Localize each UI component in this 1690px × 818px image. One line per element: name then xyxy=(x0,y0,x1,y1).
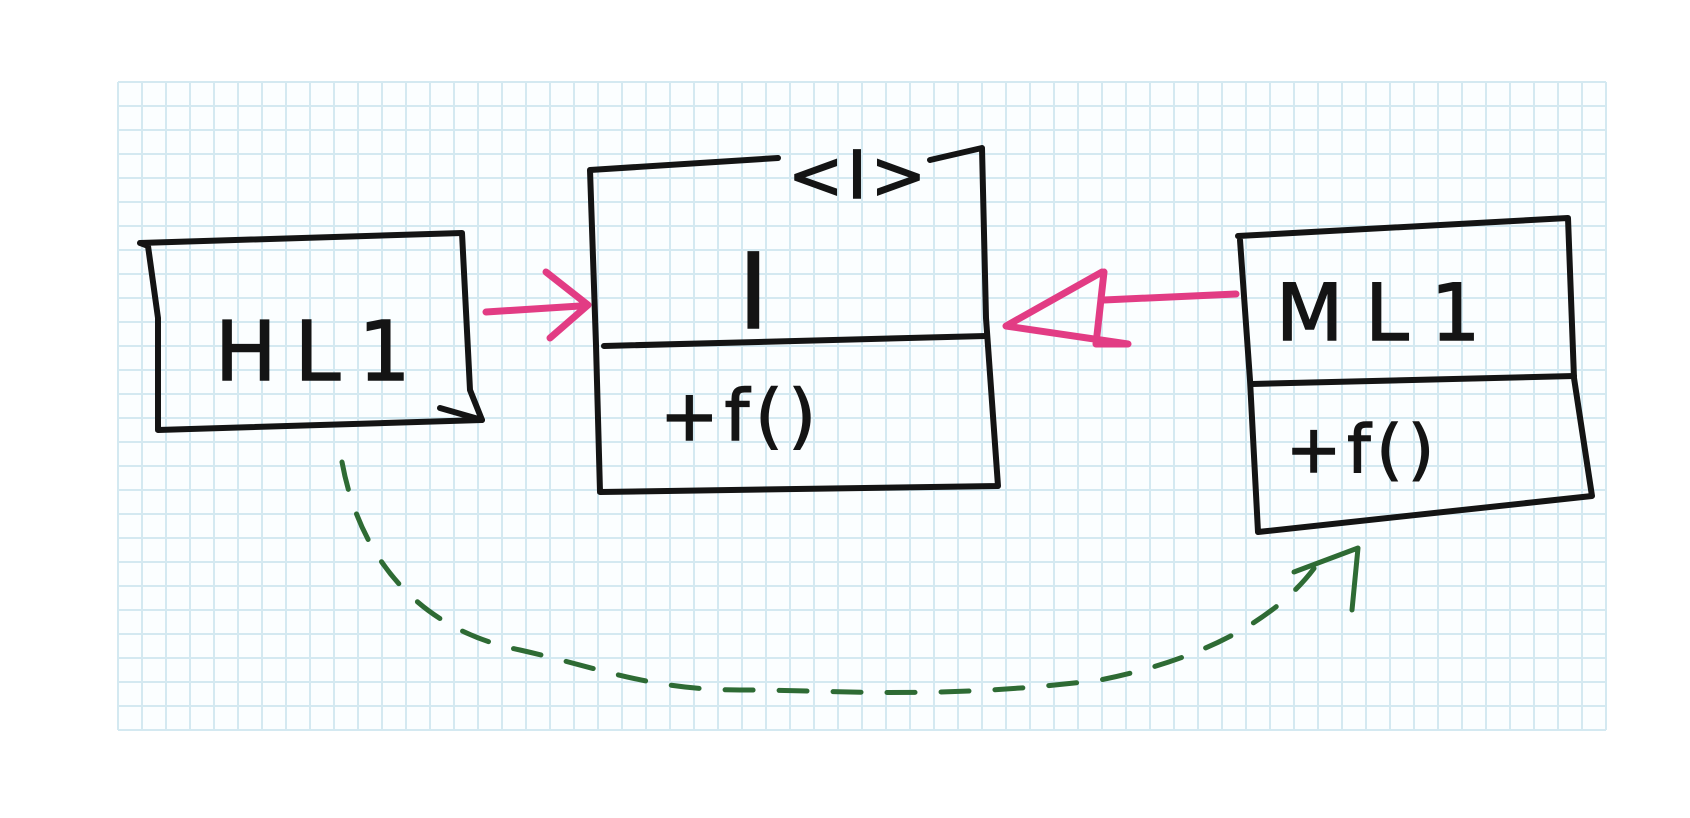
realization-arrow-head xyxy=(1002,268,1132,348)
association-arrow-shaft xyxy=(482,302,584,316)
association-arrow-hl1-to-i xyxy=(482,268,592,342)
interface-box-divider xyxy=(601,333,989,349)
dependency-arrow-hl1-to-ml1 xyxy=(339,459,1361,695)
class-box-ml1-divider xyxy=(1249,373,1577,387)
class-box-ml1-member: +f() xyxy=(1286,411,1440,488)
interface-name: I xyxy=(738,231,769,353)
dependency-arrow-head xyxy=(1291,545,1361,613)
class-box-ml1-outline xyxy=(1235,215,1595,535)
interface-box-outline xyxy=(587,145,1001,495)
dependency-arrow-path xyxy=(339,459,1323,695)
realization-arrow-ml1-to-i xyxy=(1002,268,1240,348)
class-box-ml1-name: ML1 xyxy=(1276,269,1502,359)
realization-arrow-shaft xyxy=(1100,290,1240,304)
interface-stereotype: <I> xyxy=(788,137,930,214)
graph-paper-background xyxy=(117,81,1607,731)
class-box-ml1: ML1 +f() xyxy=(1235,215,1595,535)
interface-box-i: <I> I +f() xyxy=(587,136,1001,495)
class-box-hl1-outline xyxy=(137,230,485,433)
class-box-hl1: HL1 xyxy=(137,230,485,433)
class-box-hl1-name: HL1 xyxy=(215,305,429,400)
interface-member: +f() xyxy=(660,375,822,457)
association-arrow-head xyxy=(542,268,592,342)
class-box-hl1-corner-mark xyxy=(437,405,485,423)
